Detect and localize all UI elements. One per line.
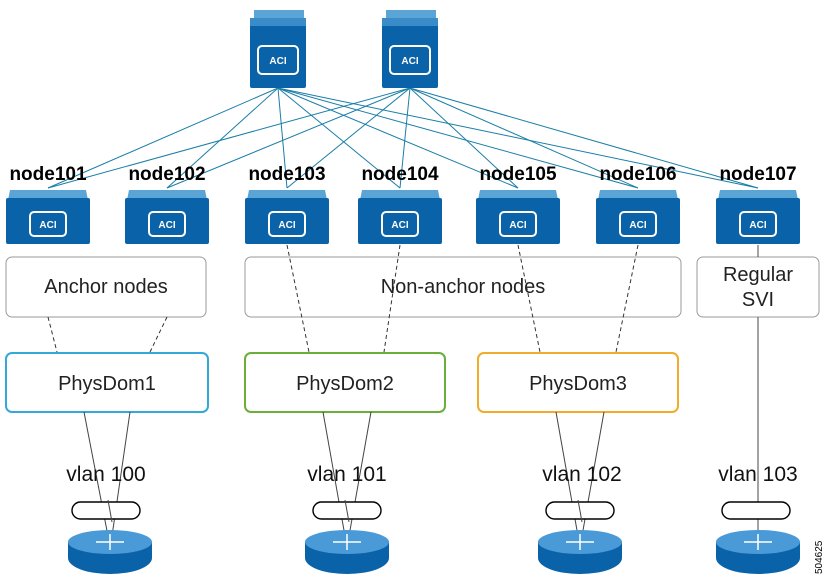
leaf-badge: ACI: [39, 220, 56, 231]
leaf-badge: ACI: [629, 220, 646, 231]
leaf-switch-node104: ACI: [358, 190, 442, 244]
aci-icon: [148, 211, 186, 237]
router-icon: [716, 530, 800, 574]
leaf-badge: ACI: [509, 220, 526, 231]
physdom1-label: PhysDom1: [58, 373, 156, 395]
leaf-label-node107: node107: [719, 164, 796, 185]
non-anchor-nodes-group: Non-anchor nodes: [244, 256, 682, 318]
router-icon: [305, 530, 389, 574]
aci-icon: [268, 211, 306, 237]
figure-number: 504625: [814, 540, 825, 574]
fabric-links: [47, 87, 759, 189]
leaf-label-node103: node103: [248, 164, 325, 185]
regular-svi-label-line2: SVI: [742, 289, 774, 311]
leaf-badge: ACI: [749, 220, 766, 231]
spine-badge: ACI: [401, 56, 418, 67]
physdom3-label: PhysDom3: [529, 373, 627, 395]
non-anchor-nodes-label: Non-anchor nodes: [381, 276, 546, 298]
domain-links: [47, 244, 639, 353]
aci-icon: [619, 211, 657, 237]
aci-icon: [29, 211, 67, 237]
physdom2-label: PhysDom2: [296, 373, 394, 395]
aci-icon: [257, 45, 299, 75]
aci-icon: [389, 45, 431, 75]
leaf-switch-node106: ACI: [596, 190, 680, 244]
regular-svi-group: Regular SVI: [696, 256, 820, 318]
leaf-badge: ACI: [391, 220, 408, 231]
leaf-label-node104: node104: [361, 164, 439, 185]
leaf-label-node102: node102: [128, 164, 205, 185]
leaf-switch-node105: ACI: [476, 190, 560, 244]
leaf-label-node106: node106: [599, 164, 676, 185]
physdom1-box: PhysDom1: [5, 352, 209, 413]
physdom3-box: PhysDom3: [477, 352, 679, 413]
anchor-nodes-group: Anchor nodes: [5, 256, 207, 318]
leaf-badge: ACI: [278, 220, 295, 231]
physdom2-box: PhysDom2: [244, 352, 446, 413]
leaf-switch-node107: ACI: [716, 190, 800, 244]
spine-badge: ACI: [269, 56, 286, 67]
aci-icon: [739, 211, 777, 237]
vlan-102-label: vlan 102: [542, 463, 621, 486]
leaf-switch-node101: ACI: [6, 190, 90, 244]
spine-switch-1: ACI: [250, 10, 306, 88]
router-icon: [538, 530, 622, 574]
vlan-100-label: vlan 100: [66, 463, 145, 486]
spine-switch-2: ACI: [382, 10, 438, 88]
leaf-switch-node102: ACI: [125, 190, 209, 244]
regular-svi-label-line1: Regular: [723, 264, 793, 286]
anchor-nodes-label: Anchor nodes: [44, 276, 167, 298]
router-icon: [68, 530, 152, 574]
aci-icon: [499, 211, 537, 237]
port-channel-oval: [721, 501, 791, 520]
leaf-label-node101: node101: [9, 164, 87, 185]
vlan-103-label: vlan 103: [718, 463, 797, 486]
leaf-badge: ACI: [158, 220, 175, 231]
leaf-label-node105: node105: [479, 164, 557, 185]
port-channel-oval: [71, 501, 141, 520]
vlan-101-label: vlan 101: [307, 463, 386, 486]
leaf-switch-node103: ACI: [245, 190, 329, 244]
aci-icon: [381, 211, 419, 237]
